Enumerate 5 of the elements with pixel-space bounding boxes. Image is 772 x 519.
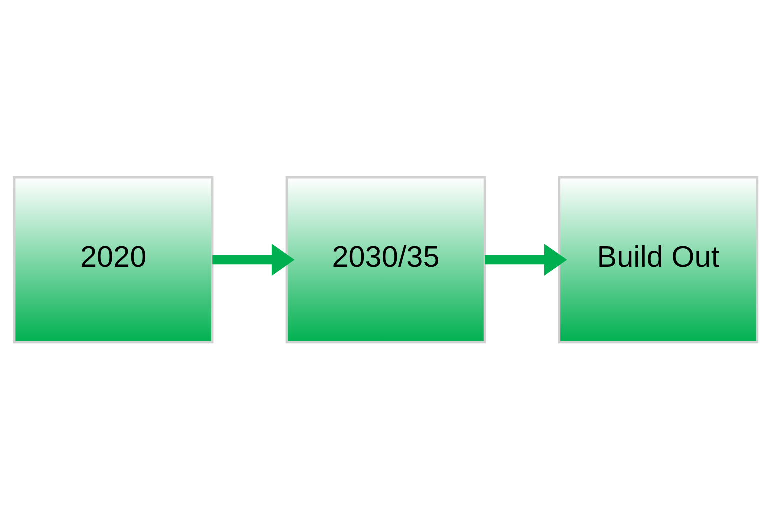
arrow (485, 244, 568, 276)
node-box: 2030/35 (286, 176, 486, 344)
node-box: Build Out (558, 176, 759, 344)
arrow (212, 244, 295, 276)
node-box: 2020 (13, 176, 214, 344)
